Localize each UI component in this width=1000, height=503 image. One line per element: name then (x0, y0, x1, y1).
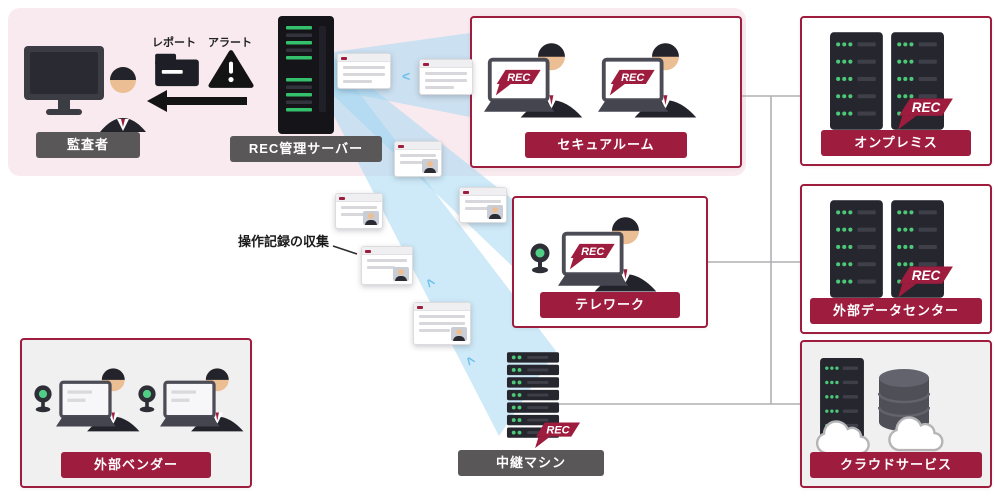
laptop-user-rec-icon (598, 36, 704, 118)
onpremise-box: オンプレミス (800, 16, 992, 166)
alert-icon (208, 48, 254, 90)
rec-server-badge: REC管理サーバー (230, 136, 382, 162)
webcam-icon (32, 384, 54, 413)
window-titlebar (414, 303, 470, 311)
window-thumbnail (419, 59, 473, 95)
window-dot (341, 56, 347, 60)
webcam-icon (528, 242, 552, 274)
window-thumbnail (394, 141, 442, 177)
laptop-user-icon (160, 362, 250, 432)
window-thumbnail (413, 302, 471, 345)
window-thumbnail (335, 193, 383, 229)
window-dot (417, 305, 423, 309)
secure-room-box: セキュアルーム (470, 16, 742, 168)
webcam-icon (136, 384, 158, 413)
cloud-icon (884, 416, 948, 453)
window-thumbnail (361, 246, 413, 285)
laptop-user-rec-icon (484, 36, 590, 118)
person-thumbnail (422, 159, 438, 173)
laptop-user-rec-icon (558, 210, 664, 292)
window-titlebar (338, 54, 390, 62)
cloud-box: クラウドサービス (800, 340, 992, 488)
window-dot (463, 190, 469, 194)
window-thumbnail (337, 53, 391, 89)
onpremise-badge: オンプレミス (821, 130, 971, 156)
window-titlebar (395, 142, 441, 150)
telework-box: テレワーク (512, 196, 708, 328)
relay-badge: 中継マシン (458, 450, 604, 476)
window-dot (398, 144, 404, 148)
rec-logo (535, 419, 581, 449)
cloud-icon (812, 420, 874, 456)
report-label: レポート (152, 37, 196, 49)
alert-label: アラート (208, 37, 252, 49)
collection-note: 操作記録の収集 (238, 234, 330, 249)
vendor-box: 外部ベンダー (20, 338, 252, 488)
rec-server-tower-icon (278, 16, 334, 134)
monitor-user-icon (24, 40, 146, 132)
window-titlebar (362, 247, 412, 255)
datacenter-badge: 外部データセンター (810, 298, 982, 324)
rec-logo (898, 262, 954, 299)
window-titlebar (460, 188, 506, 196)
telework-badge: テレワーク (540, 292, 680, 318)
auditor-badge: 監査者 (36, 132, 140, 158)
laptop-user-icon (56, 362, 146, 432)
rec-logo (898, 94, 954, 131)
datacenter-box: 外部データセンター (800, 184, 992, 334)
window-titlebar (420, 60, 472, 68)
secure-room-badge: セキュアルーム (525, 132, 687, 158)
window-thumbnail (459, 187, 507, 223)
window-titlebar (336, 194, 382, 202)
person-thumbnail (393, 267, 409, 281)
window-dot (423, 62, 429, 66)
vendor-badge: 外部ベンダー (61, 452, 211, 478)
report-icon (154, 50, 200, 88)
window-dot (365, 249, 371, 253)
person-thumbnail (451, 327, 467, 341)
person-thumbnail (487, 205, 503, 219)
note-leader-line (332, 245, 358, 255)
window-dot (339, 196, 345, 200)
chevron-icon: < (422, 274, 440, 290)
cloud-badge: クラウドサービス (810, 452, 982, 478)
person-thumbnail (363, 211, 379, 225)
arrow-left-icon (146, 90, 248, 112)
chevron-icon: < (462, 352, 480, 368)
